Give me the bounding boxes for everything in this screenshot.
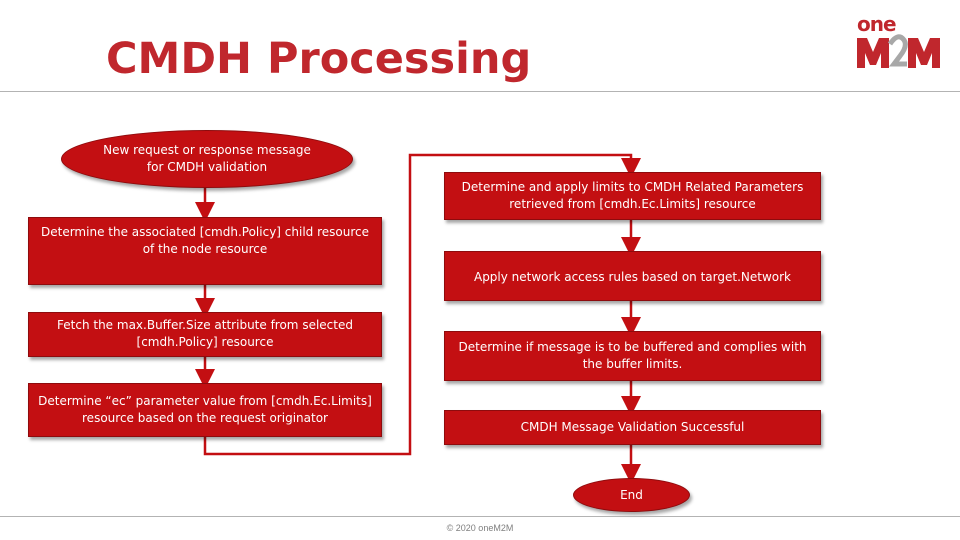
end-node: End	[573, 478, 690, 512]
step-network-access-rules-label: Apply network access rules based on targ…	[473, 269, 791, 284]
logo-m2m-mark	[857, 34, 940, 68]
step-fetch-max-buffer-size-label: Fetch the max.Buffer.Size attribute from…	[57, 318, 353, 349]
step-apply-limits: Determine and apply limits to CMDH Relat…	[444, 172, 821, 220]
start-node-label: New request or response message for CMDH…	[103, 143, 311, 174]
step-determine-policy-label: Determine the associated [cmdh.Policy] c…	[41, 225, 369, 256]
end-node-label: End	[620, 487, 643, 502]
step-buffer-check: Determine if message is to be buffered a…	[444, 331, 821, 381]
step-buffer-check-label: Determine if message is to be buffered a…	[458, 340, 807, 371]
logo-text-one: one	[857, 12, 897, 36]
step-determine-policy: Determine the associated [cmdh.Policy] c…	[28, 217, 382, 285]
onem2m-logo: one	[852, 12, 947, 72]
step-determine-ec-label: Determine “ec” parameter value from [cmd…	[38, 394, 372, 425]
step-network-access-rules: Apply network access rules based on targ…	[444, 251, 821, 301]
footer-divider	[0, 516, 960, 517]
step-validation-successful-label: CMDH Message Validation Successful	[520, 420, 745, 434]
step-validation-successful: CMDH Message Validation Successful	[444, 410, 821, 445]
slide-title: CMDH Processing	[106, 34, 532, 84]
start-node: New request or response message for CMDH…	[61, 130, 353, 188]
step-apply-limits-label: Determine and apply limits to CMDH Relat…	[461, 180, 804, 211]
step-determine-ec: Determine “ec” parameter value from [cmd…	[28, 383, 382, 437]
header-divider	[0, 91, 960, 92]
step-fetch-max-buffer-size: Fetch the max.Buffer.Size attribute from…	[28, 312, 382, 357]
footer-copyright: © 2020 oneM2M	[446, 523, 514, 533]
arrow-step3-to-step4	[203, 153, 641, 456]
